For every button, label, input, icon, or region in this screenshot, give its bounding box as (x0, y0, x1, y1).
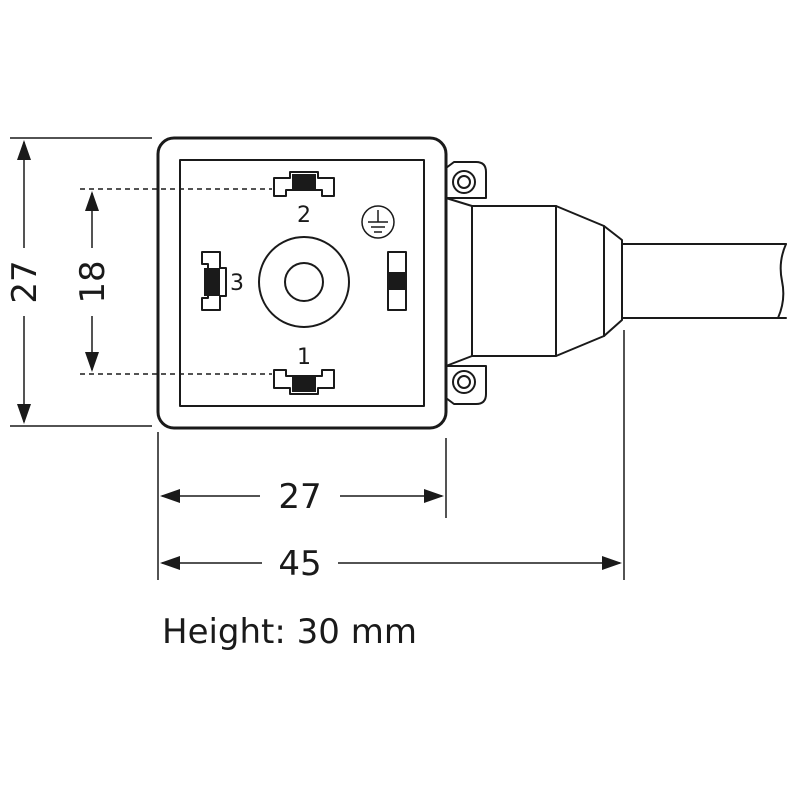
cable-gland (445, 197, 623, 367)
dimension-height-outer (10, 137, 152, 427)
cable (621, 243, 787, 319)
center-boss (258, 236, 350, 328)
dimension-width-body-label: 27 (278, 477, 321, 517)
dimension-width-body (157, 432, 447, 580)
mounting-ear-bottom (445, 365, 487, 405)
mounting-ear-top (445, 161, 487, 199)
dimension-width-total-label: 45 (278, 544, 321, 584)
ground-contact (387, 251, 407, 311)
pin-1-contact (273, 369, 335, 395)
ground-symbol-icon (361, 205, 395, 239)
dimension-width-total (160, 330, 625, 580)
pin-2-label: 2 (297, 203, 311, 228)
dimension-height-pins-label: 18 (73, 260, 113, 303)
dimension-height-pins (85, 191, 99, 372)
dimension-height-outer-label: 27 (5, 260, 45, 303)
height-note: Height: 30 mm (162, 612, 417, 652)
pin-3-contact (201, 251, 227, 311)
pin-1-label: 1 (297, 345, 311, 370)
connector-housing (156, 136, 448, 430)
pin-2-contact (273, 171, 335, 197)
pin-3-label: 3 (230, 271, 244, 296)
